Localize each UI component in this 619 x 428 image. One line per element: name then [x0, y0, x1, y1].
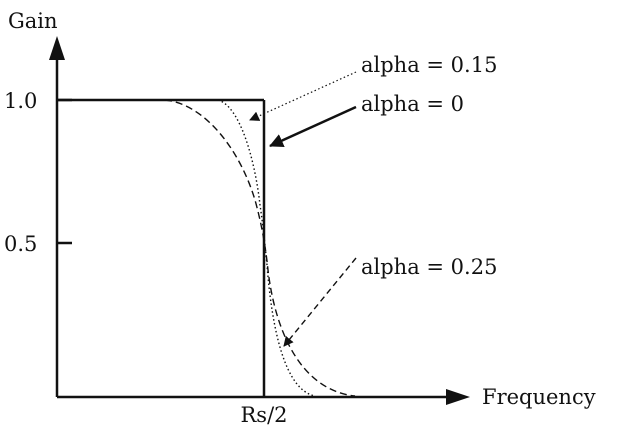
y-axis-title: Gain [8, 9, 58, 33]
y-axis-arrow-icon [49, 36, 65, 60]
x-axis-title: Frequency [482, 385, 596, 409]
arrow-alpha-025 [283, 257, 357, 347]
curve-alpha-025 [164, 99, 356, 397]
y-tick-label-05: 0.5 [4, 232, 37, 256]
curve-alpha-015 [217, 99, 316, 397]
x-axis-arrow-icon [446, 389, 470, 405]
label-alpha-025: alpha = 0.25 [361, 255, 497, 279]
arrow-alpha-0 [269, 105, 357, 148]
arrow-alpha-015 [249, 71, 357, 121]
x-tick-label-rs2: Rs/2 [240, 403, 287, 427]
label-alpha-0: alpha = 0 [361, 92, 464, 116]
label-alpha-015: alpha = 0.15 [361, 53, 497, 77]
y-tick-label-1: 1.0 [4, 89, 37, 113]
